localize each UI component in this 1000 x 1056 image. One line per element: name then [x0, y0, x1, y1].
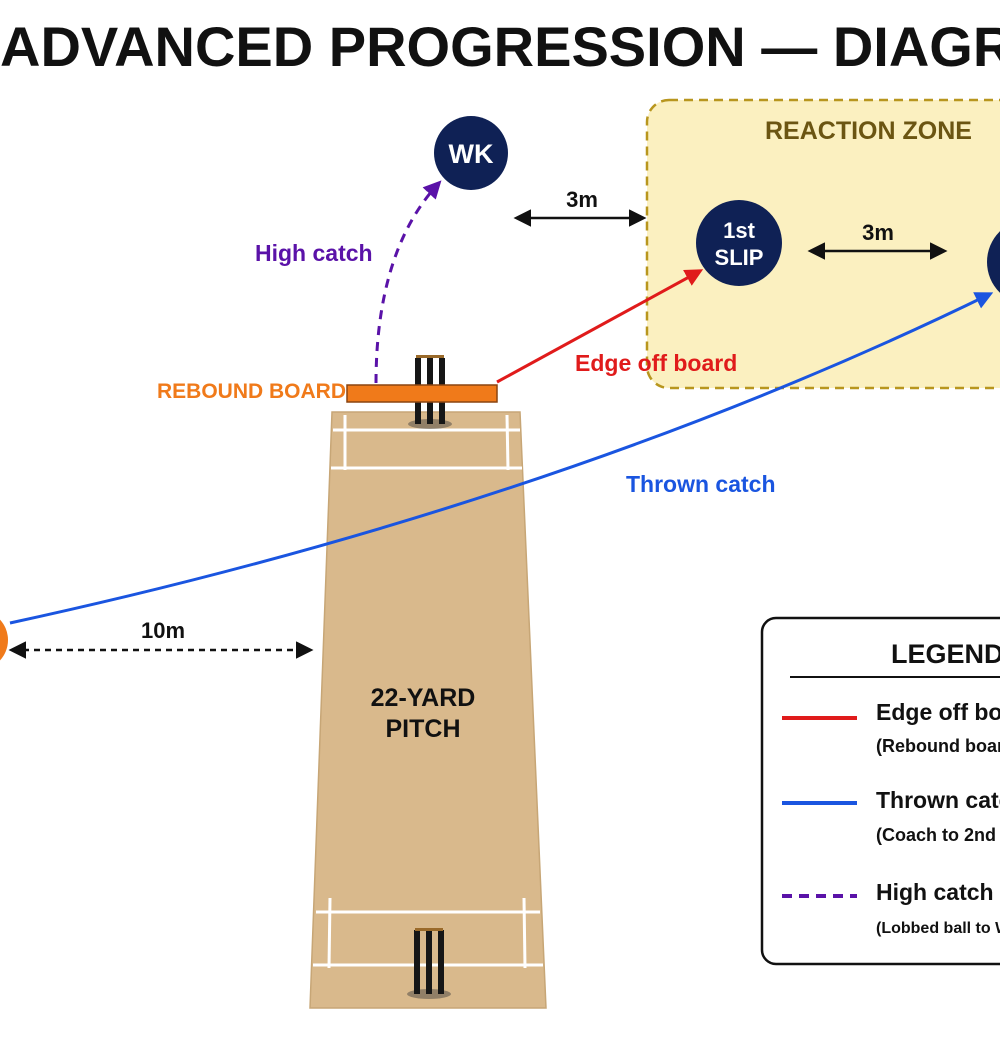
player-coach: [0, 619, 8, 661]
player-wk: WK: [434, 116, 508, 190]
legend-box: [760, 616, 1000, 966]
legend-item-label: Edge off board: [876, 699, 1000, 725]
legend-item-sub: (Lobbed ball to WK): [876, 920, 1000, 937]
path-edge-off-board: Edge off board: [496, 269, 737, 384]
legend-title: LEGEND: [891, 639, 1000, 669]
player-second-slip: [987, 231, 1000, 293]
pitch-label: PITCH: [386, 715, 461, 743]
stumps-bottom-icon: [407, 928, 451, 999]
crease-line-bottom: [327, 897, 332, 969]
path-thrown-catch: Thrown catch: [9, 292, 994, 625]
second-slip-marker: [987, 231, 1000, 293]
legend: LEGEND Edge off board (Rebound board to …: [760, 616, 1000, 966]
distance-coach-to-pitch: 10m: [8, 618, 314, 659]
distance-slip-gap: 3m: [807, 220, 948, 260]
legend-item-sub: (Rebound board to 1st Slip): [876, 736, 1000, 756]
legend-item-sub: (Coach to 2nd Slip): [876, 825, 1000, 845]
legend-item-label: Thrown catch: [876, 787, 1000, 813]
rebound-board-plank: [346, 384, 498, 403]
wk-marker: [434, 116, 508, 190]
crease-line-top: [505, 414, 510, 471]
distance-label: 3m: [566, 187, 598, 212]
wk-label: WK: [449, 139, 494, 169]
first-slip-label: SLIP: [715, 245, 764, 270]
reaction-zone-label: REACTION ZONE: [765, 117, 972, 145]
rebound-board: REBOUND BOARD: [157, 355, 498, 429]
first-slip-marker: [696, 200, 782, 286]
distance-wk-to-zone: 3m: [513, 187, 647, 227]
legend-item-high-catch: High catch (Lobbed ball to WK): [782, 879, 1000, 937]
first-slip-label: 1st: [723, 218, 755, 243]
distance-label: 3m: [862, 220, 894, 245]
player-first-slip: 1st SLIP: [696, 200, 782, 286]
coach-marker: [0, 619, 8, 661]
crease-line-bottom: [522, 897, 527, 969]
rebound-board-label: REBOUND BOARD: [157, 380, 346, 403]
pitch: 22-YARD PITCH: [309, 411, 547, 1009]
high-catch-label: High catch: [255, 240, 373, 266]
page-title: ADVANCED PROGRESSION — DIAGRAM 3: [0, 15, 1000, 78]
legend-item-edge-off-board: Edge off board (Rebound board to 1st Sli…: [782, 699, 1000, 756]
path-high-catch: High catch: [255, 180, 442, 384]
pitch-surface: [309, 411, 547, 1009]
thrown-catch-label: Thrown catch: [626, 471, 776, 497]
legend-item-label: High catch: [876, 879, 994, 905]
edge-off-board-label: Edge off board: [575, 350, 737, 376]
distance-label: 10m: [141, 618, 185, 643]
pitch-label: 22-YARD: [371, 684, 476, 712]
legend-item-thrown-catch: Thrown catch (Coach to 2nd Slip): [782, 787, 1000, 845]
